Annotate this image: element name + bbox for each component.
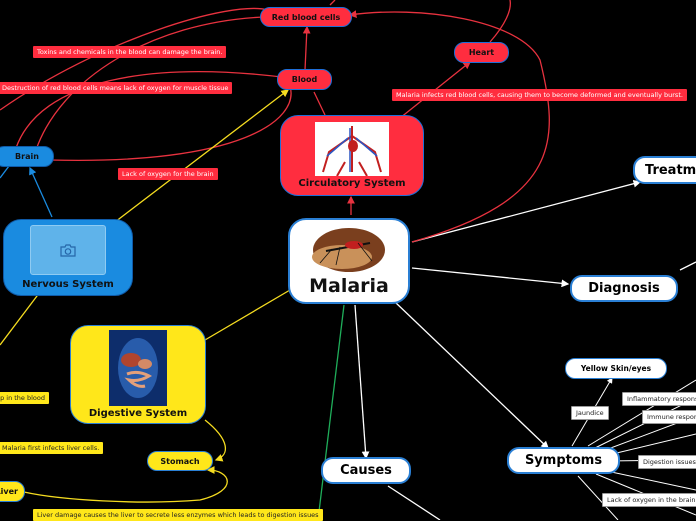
label-immune: Immune response [642,410,696,424]
circulatory-label: Circulatory System [298,178,406,189]
causes-label: Causes [340,463,392,478]
mosquito-image [312,228,385,272]
annotation-lack-oxygen: Lack of oxygen for the brain [118,168,218,180]
digestive-label: Digestive System [88,408,188,419]
node-heart[interactable]: Heart [454,42,509,63]
label-jaundice: Jaundice [571,406,609,420]
blood-label: Blood [291,75,318,84]
camera-icon [60,243,76,257]
branch-nervous-system[interactable]: Nervous System [3,219,133,296]
central-topic-malaria[interactable]: Malaria [288,218,410,304]
treatment-label: Treatment [645,162,696,178]
central-topic-label: Malaria [309,275,389,297]
red-blood-cells-label: Red blood cells [271,12,341,22]
brain-label: Brain [15,152,39,161]
yellow-skin-label: Yellow Skin/eyes [580,364,652,373]
node-liver[interactable]: Liver [0,481,25,502]
nervous-label: Nervous System [22,279,114,290]
node-brain[interactable]: Brain [0,146,54,167]
node-red-blood-cells[interactable]: Red blood cells [260,7,352,27]
annotation-blood-buildup: Build up in the blood [0,392,49,404]
symptoms-label: Symptoms [524,453,603,468]
node-blood[interactable]: Blood [277,69,332,90]
branch-symptoms[interactable]: Symptoms [507,447,620,474]
digestive-image [109,330,167,406]
annotation-toxins: Toxins and chemicals in the blood can da… [33,46,227,58]
diagnosis-label: Diagnosis [588,281,660,296]
annotation-rbc-destruction: Destruction of red blood cells means lac… [0,82,233,94]
label-digestion-issues: Digestion issues [638,455,696,469]
branch-digestive-system[interactable]: Digestive System [70,325,206,424]
annotation-liver-infection: Malaria first infects liver cells. [0,442,104,454]
circulatory-image [315,122,389,176]
branch-causes[interactable]: Causes [321,457,411,484]
heart-label: Heart [468,48,495,57]
node-stomach[interactable]: Stomach [147,451,213,471]
image-placeholder [30,225,106,275]
annotation-liver-damage: Liver damage causes the liver to secrete… [33,509,323,521]
stomach-label: Stomach [160,456,200,466]
branch-treatment[interactable]: Treatment [633,156,696,184]
label-lack-oxygen-brain: Lack of oxygen in the brain [602,493,696,507]
node-yellow-skin[interactable]: Yellow Skin/eyes [565,358,667,379]
label-inflammatory: Inflammatory response [622,392,696,406]
annotation-malaria-infects: Malaria infects red blood cells, causing… [392,89,687,101]
branch-diagnosis[interactable]: Diagnosis [570,275,678,302]
liver-label: Liver [0,487,18,496]
branch-circulatory-system[interactable]: Circulatory System [280,115,424,196]
